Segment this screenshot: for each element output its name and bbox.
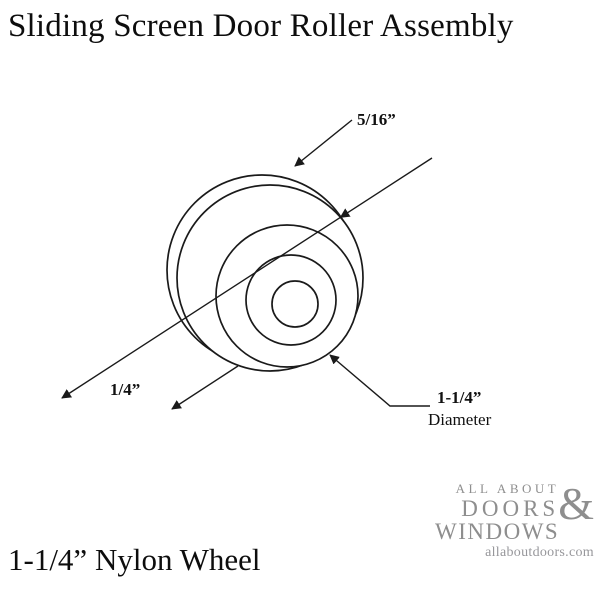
logo-wordmark: ALL ABOUT DOORS WINDOWS & — [435, 478, 594, 544]
bore-dim-line-lower — [171, 365, 239, 410]
product-subtitle: 1-1/4” Nylon Wheel — [8, 542, 261, 577]
logo: ALL ABOUT DOORS WINDOWS & allaboutdoors.… — [435, 478, 594, 561]
logo-ampersand: & — [558, 478, 594, 529]
logo-text-lines: ALL ABOUT DOORS WINDOWS — [435, 481, 560, 544]
rim-width-dim-line-upper — [294, 119, 353, 167]
diameter-caption: Diameter — [428, 410, 492, 429]
logo-line-doors: DOORS — [461, 495, 560, 521]
page-title: Sliding Screen Door Roller Assembly — [8, 8, 514, 44]
rim-width-dimension-label: 5/16” — [357, 110, 396, 129]
diameter-dimension-label: 1-1/4” — [437, 388, 482, 407]
rim-width-and-bore-dim-line — [61, 157, 433, 399]
logo-line-all-about: ALL ABOUT — [455, 481, 560, 496]
logo-line-windows: WINDOWS — [435, 518, 560, 544]
logo-website-url: allaboutdoors.com — [485, 544, 594, 560]
bore-dimension-label: 1/4” — [110, 380, 141, 399]
wheel-bore — [271, 280, 319, 328]
diameter-leader-line — [329, 354, 430, 407]
